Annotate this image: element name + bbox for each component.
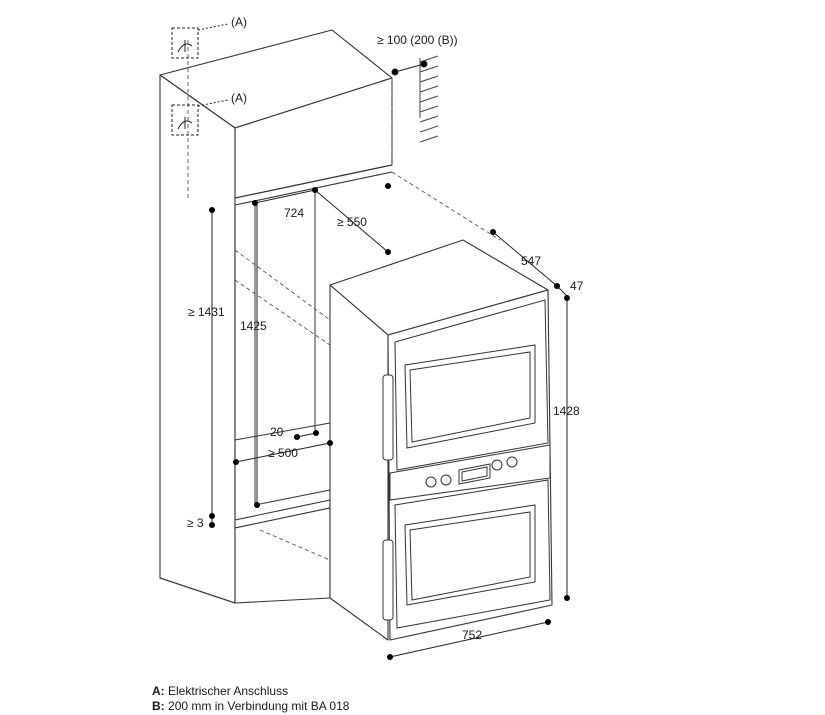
label-a-top: (A) [231,15,247,29]
dim-1428: 1428 [553,404,580,418]
oven-door-handle-lower [382,539,394,621]
oven [329,239,553,641]
dim-3: ≥ 3 [187,516,204,530]
clearance-dimension [391,60,428,76]
control-display [458,463,491,485]
dim-1425: 1425 [240,319,267,333]
hidden-lines [187,40,501,561]
dim-752: 752 [462,628,482,642]
dim-1431: ≥ 1431 [188,305,225,319]
cabinet-opening [234,192,331,506]
electrical-connection-icon-2 [171,99,229,136]
legend-text-a: Elektrischer Anschluss [168,684,289,698]
dim-724: 724 [284,206,304,220]
legend-key-b: B: [152,699,165,713]
control-knobs [425,456,518,488]
dim-500: ≥ 500 [268,446,298,460]
dimension-points [209,183,570,660]
electrical-connection-icon [171,23,229,59]
cabinet [159,29,393,604]
legend-item-b: B: 200 mm in Verbindung mit BA 018 [152,699,349,714]
dim-547: 547 [521,254,541,268]
wall-hatching [419,55,439,143]
dim-20: 20 [270,425,284,439]
label-clearance-b: ≥ 100 (200 (B)) [377,33,458,47]
oven-door-handle-upper [382,374,394,461]
legend-key-a: A: [152,684,165,698]
oven-front [389,299,551,629]
dim-550: ≥ 550 [337,215,367,229]
legend: A: Elektrischer Anschluss B: 200 mm in V… [152,684,349,714]
dim-47: 47 [570,279,584,293]
label-a-mid: (A) [231,91,247,105]
legend-text-b: 200 mm in Verbindung mit BA 018 [168,699,350,713]
dimension-lines [211,189,568,658]
legend-item-a: A: Elektrischer Anschluss [152,684,349,699]
